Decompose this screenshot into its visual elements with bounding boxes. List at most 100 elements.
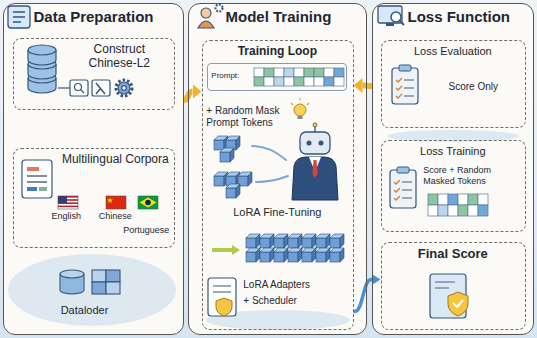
stage-panel: Data PreparationDataloderConstruct Chine… [3, 3, 184, 335]
flag-brazil [138, 196, 158, 209]
lora-blocks [212, 234, 344, 262]
dataloader-icon-part [92, 282, 106, 294]
lora-blocks-part [316, 234, 330, 248]
tool-icons-part [122, 86, 127, 91]
masked-token-grid-part [458, 194, 468, 205]
prompt-grid-part [314, 77, 324, 86]
dataset-box: Construct Chinese-L2 [13, 38, 175, 110]
final-score-icon-part [435, 282, 455, 288]
tool-icons-part [116, 80, 132, 96]
prompt-grid-part [324, 77, 334, 86]
robot-figure-part [313, 123, 317, 127]
lora-blocks-part [302, 248, 316, 262]
flow-lines-part [256, 176, 288, 182]
dataloader-icon-part [92, 270, 106, 282]
tool-icons [58, 80, 132, 96]
scheduler-icon-part [213, 286, 231, 292]
flow-lines [252, 146, 288, 182]
prompt-grid-part [294, 77, 304, 86]
prompt-grid-part [314, 68, 324, 77]
node-text: LoRA Adapters [243, 279, 348, 291]
tool-icons-part [96, 83, 105, 94]
prompt-grid-part [304, 77, 314, 86]
lora-blocks-part [246, 234, 260, 248]
dataloader-icon-part [106, 282, 120, 294]
monitor-icon-part [386, 23, 394, 26]
flag-china-part [107, 198, 113, 204]
stage-panel: Model TrainingTraining Loop+ Random Mask… [188, 3, 367, 335]
robot-figure [292, 123, 338, 200]
flag-us-part [58, 196, 78, 209]
clipboard-icon-part [394, 180, 400, 200]
clipboard-icon-part [399, 65, 411, 71]
masked-token-grid-part [478, 205, 488, 216]
node-text: + Random Mask Prompt Tokens [206, 105, 288, 128]
dataloader-icon-part [106, 270, 120, 282]
tool-icons-part [81, 90, 85, 94]
notebook-icon-part [8, 6, 30, 28]
trainer-icon-part [198, 21, 214, 28]
lora-blocks-part [212, 248, 232, 252]
lora-blocks-part [288, 248, 302, 262]
lora-blocks-part [302, 234, 316, 248]
prompt-box: Prompt: [207, 63, 347, 91]
prompt-grid-part [334, 77, 344, 86]
flag-china [106, 196, 126, 209]
masked-token-grid-part [438, 194, 448, 205]
document-icon-part [22, 160, 52, 198]
panel-fill [3, 3, 534, 335]
trainer-icon-part [201, 8, 211, 18]
prompt-grid-part [304, 68, 314, 77]
lora-blocks-part [274, 234, 288, 248]
node-title: Construct Chinese-L2 [69, 43, 169, 71]
final-score-icon-part [448, 292, 468, 316]
dataloader-icon-part [60, 270, 84, 278]
masked-token-grid-part [448, 194, 458, 205]
clipboard-icon-part [396, 78, 402, 98]
flag-us [58, 196, 78, 209]
monitor-icon-part [378, 6, 402, 23]
prompt-grid-part [284, 68, 294, 77]
flag-brazil-part [140, 198, 157, 208]
robot-figure-part [319, 141, 324, 146]
score-arrow [354, 280, 373, 312]
document-icon-part [39, 187, 47, 191]
prompt-grid-part [254, 68, 264, 77]
node-title: Multilingual Corpora [61, 153, 169, 167]
scheduler-icon [208, 278, 236, 316]
result-box: Final Score [381, 242, 526, 330]
node-text: Chinese [93, 211, 137, 221]
prompt-grid-part [274, 77, 284, 86]
prompt-grid-part [324, 68, 334, 77]
stage-panel: Loss FunctionLoss EvaluationScore OnlyLo… [372, 3, 534, 335]
panel-fill-part [188, 3, 367, 335]
clipboard-icon [392, 65, 418, 104]
prompt-grid-part [284, 77, 294, 86]
database-icon [28, 45, 56, 93]
scheduler-icon-part [216, 298, 232, 316]
tool-icons-part [92, 80, 110, 96]
node-text: Portuguese [121, 225, 171, 235]
robot-figure-part [300, 132, 330, 154]
lora-blocks-part [288, 234, 302, 248]
lora-blocks-part [330, 234, 344, 248]
final-score-icon [430, 274, 468, 318]
trainer-icon-part [216, 5, 223, 12]
notebook-icon-part [13, 12, 25, 22]
node-title: Training Loop [201, 45, 353, 59]
lightbulb-icon-part [294, 104, 306, 116]
node-text: English [41, 211, 91, 221]
loss-box: Loss EvaluationScore Only [381, 40, 526, 128]
node-title: Loss Function [408, 8, 530, 25]
node-text: Score Only [425, 81, 521, 93]
document-icon-part [27, 175, 47, 177]
prompt-grid-part [334, 68, 344, 77]
masked-token-grid-part [468, 194, 478, 205]
clipboard-icon-part [397, 167, 409, 173]
clipboard-icon-part [402, 182, 412, 198]
node-text: Dataloder [35, 304, 135, 317]
lightbulb-icon-part [298, 116, 303, 119]
lora-blocks-part [316, 248, 330, 262]
dataloader-icon [60, 270, 120, 294]
